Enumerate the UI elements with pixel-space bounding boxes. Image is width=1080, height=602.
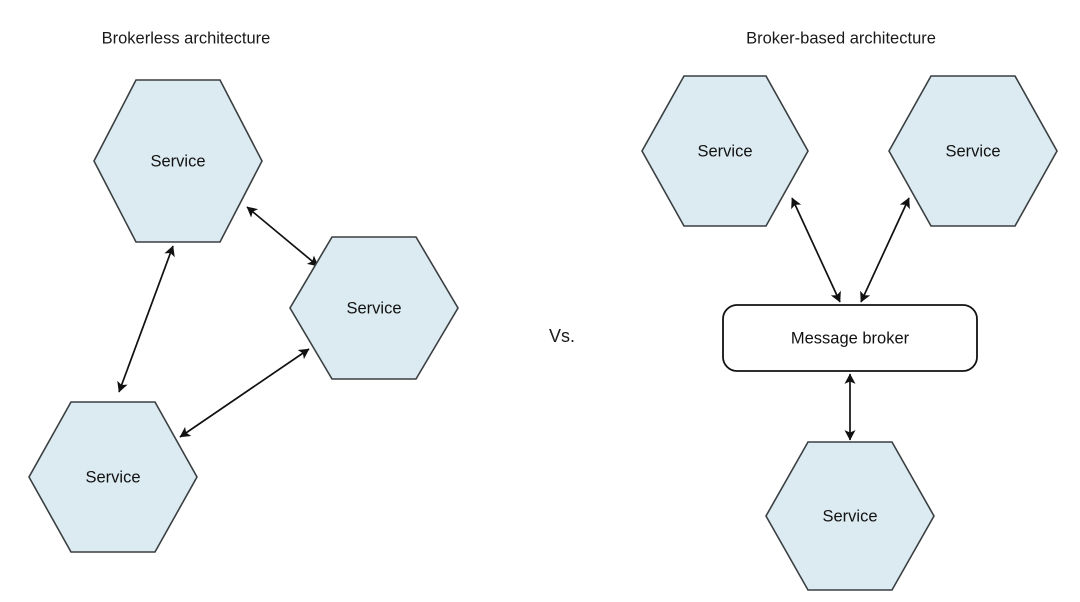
node-right-service-topleft[interactable]: Service [641, 75, 809, 227]
node-label: Service [822, 507, 877, 525]
node-label: Service [697, 142, 752, 160]
versus-label: Vs. [549, 326, 575, 346]
broker-based-architecture-group: Service Service Message broker Service [641, 75, 1058, 591]
node-label: Service [945, 142, 1000, 160]
hexagon-shape [28, 401, 198, 553]
broker-box-shape [722, 304, 978, 372]
node-left-service-bottom[interactable]: Service [28, 401, 198, 553]
connector-top-to-bottom [117, 245, 175, 393]
hexagon-shape [93, 79, 263, 243]
node-left-service-right[interactable]: Service [289, 236, 459, 380]
connector-broker-to-topright [860, 197, 910, 303]
hexagon-shape [641, 75, 809, 227]
connector-top-to-right [246, 206, 319, 267]
connector-broker-to-topleft [791, 197, 841, 303]
brokerless-architecture-group: Service Service Service [28, 79, 459, 553]
right-panel-title: Broker-based architecture [746, 29, 936, 47]
node-label: Service [346, 299, 401, 317]
node-right-service-bottom[interactable]: Service [765, 441, 935, 591]
node-right-service-topright[interactable]: Service [888, 75, 1058, 227]
node-left-service-top[interactable]: Service [93, 79, 263, 243]
brokerless-connectors [117, 206, 319, 438]
hexagon-shape [888, 75, 1058, 227]
node-message-broker[interactable]: Message broker [722, 304, 978, 372]
node-label: Service [85, 468, 140, 486]
connector-bottom-to-right [179, 348, 310, 438]
hexagon-shape [289, 236, 459, 380]
broker-connectors [791, 197, 910, 441]
node-label: Message broker [791, 329, 910, 347]
left-panel-title: Brokerless architecture [102, 29, 271, 47]
node-label: Service [150, 152, 205, 170]
hexagon-shape [765, 441, 935, 591]
